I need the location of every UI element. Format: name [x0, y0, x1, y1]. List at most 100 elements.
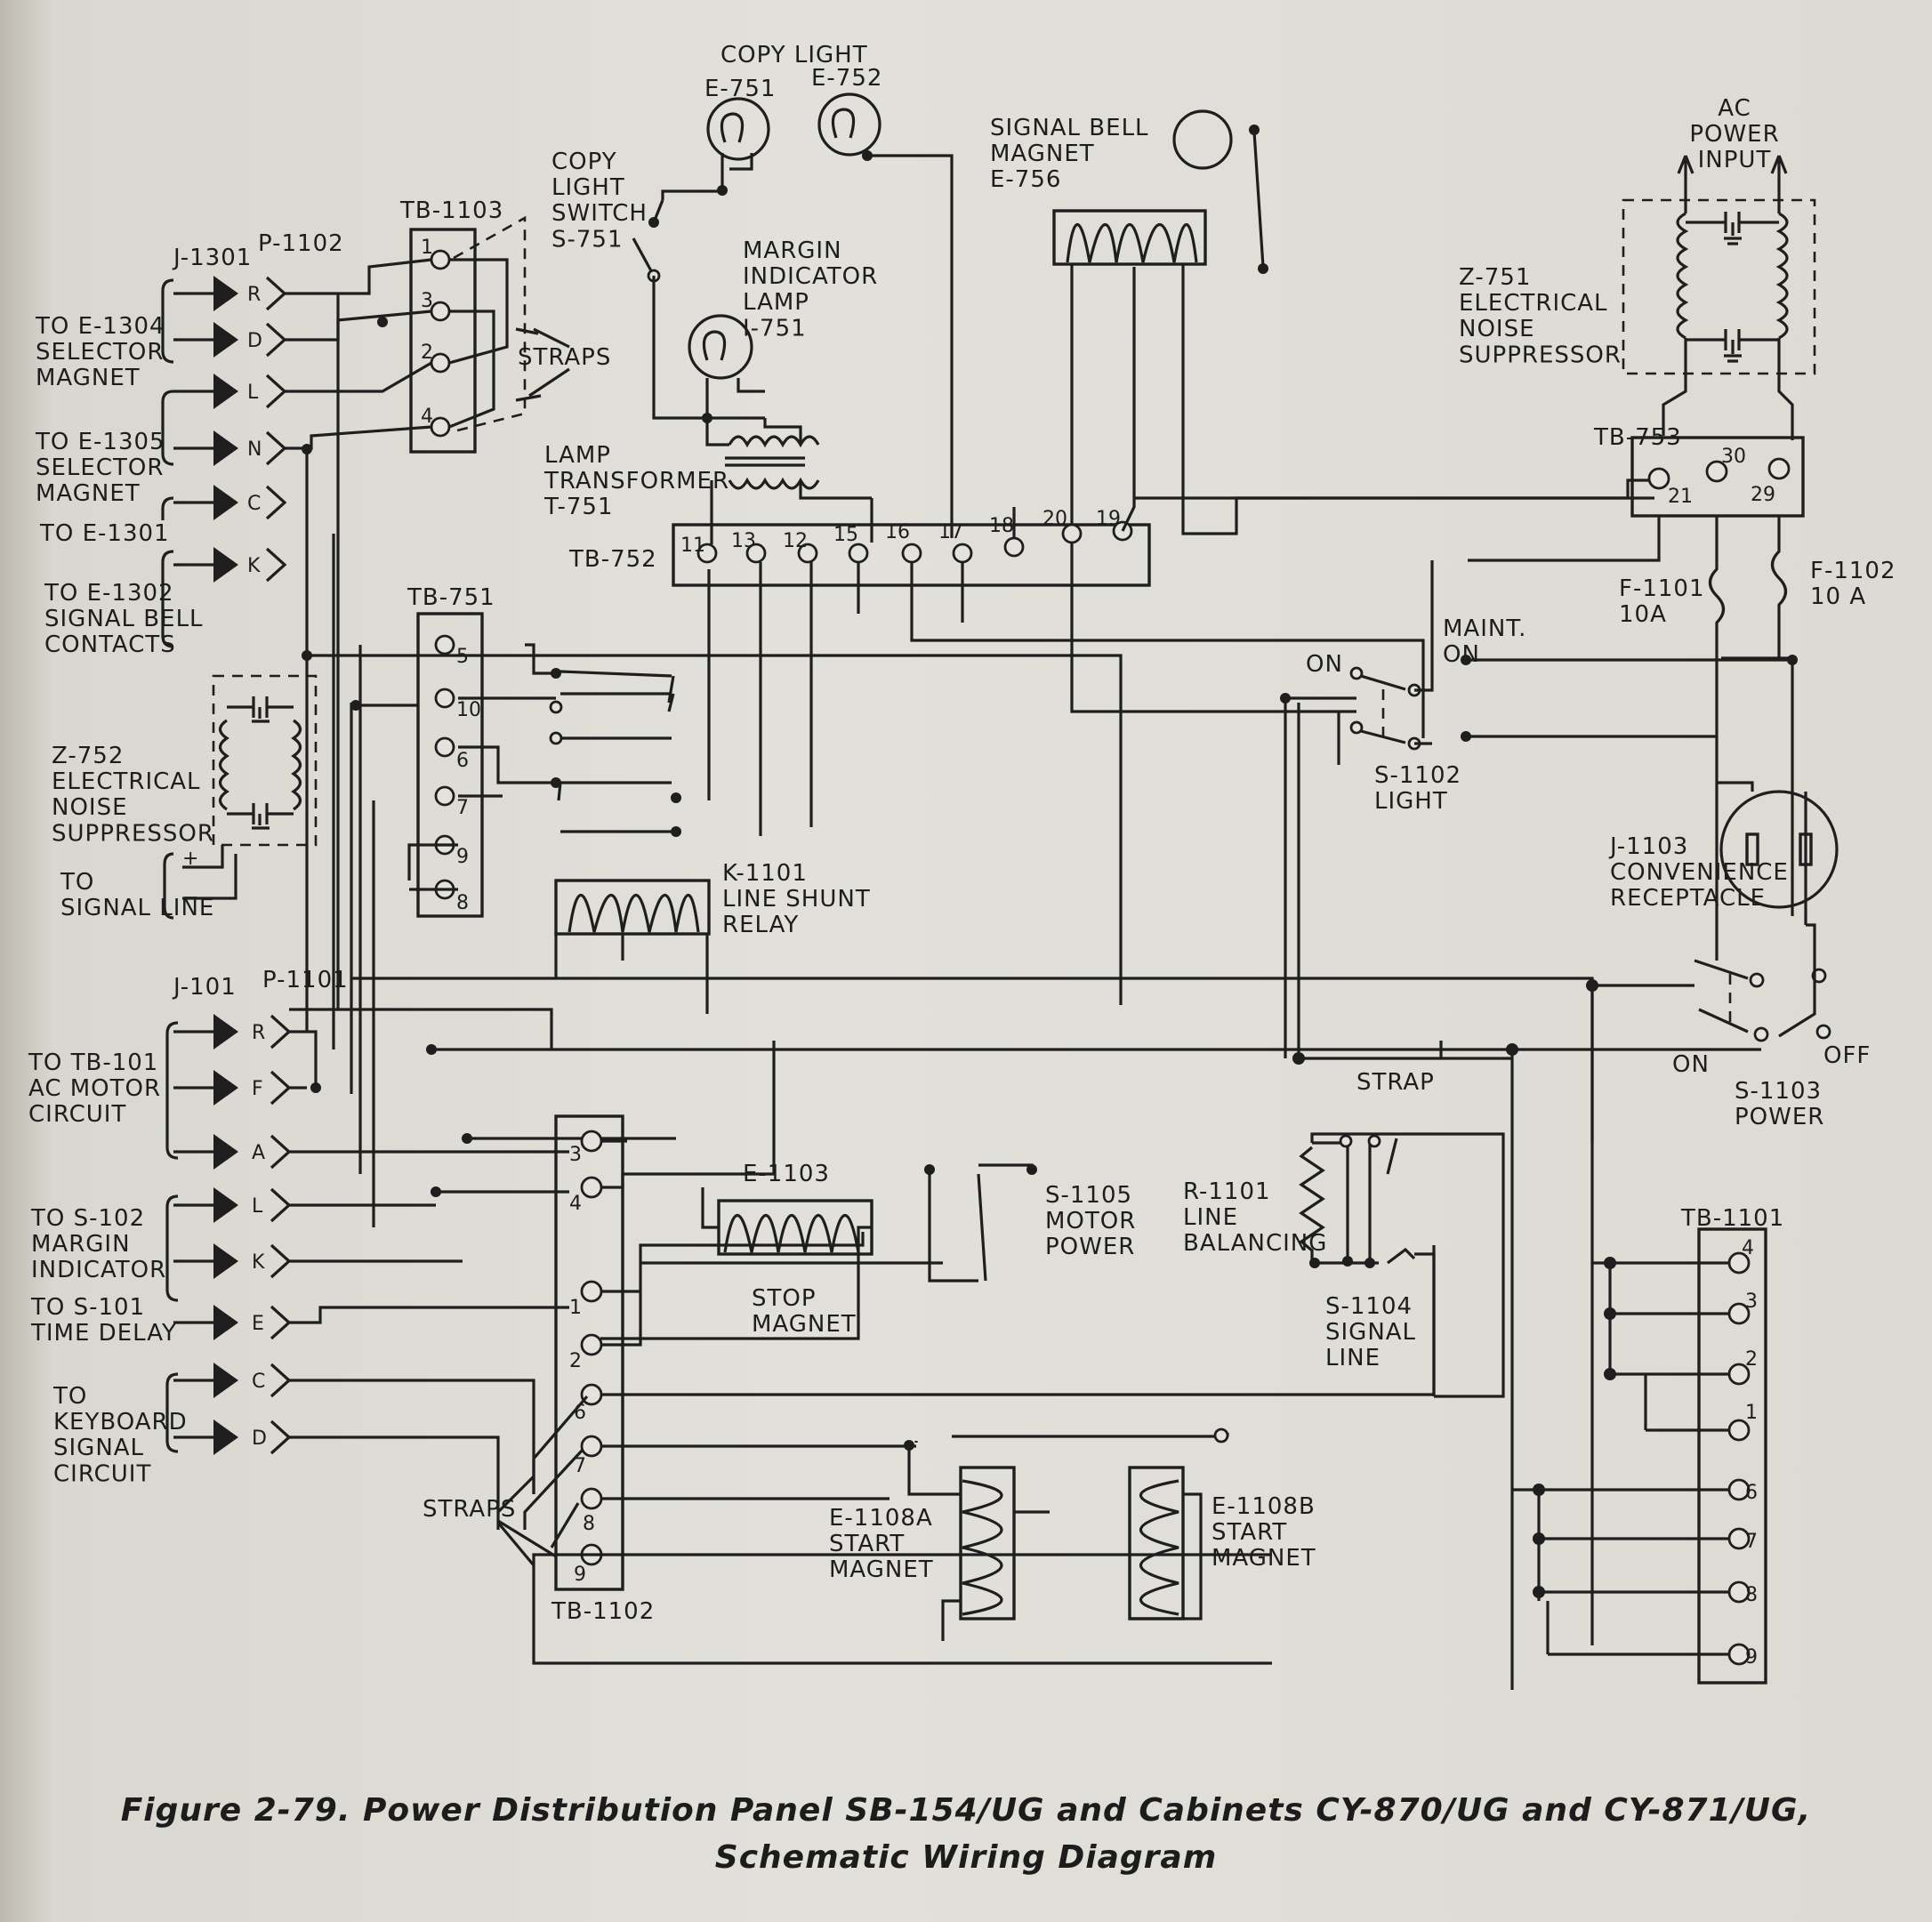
svg-text:D: D — [247, 330, 262, 352]
tb753-terminal-21 — [1647, 467, 1670, 490]
svg-text:1: 1 — [1745, 1402, 1758, 1424]
line-shunt-relay-k1101 — [549, 668, 711, 936]
caption-line-2: Schematic Wiring Diagram — [714, 1839, 1218, 1876]
tb753-label-29: 29 — [1751, 484, 1775, 506]
svg-text:A: A — [252, 1142, 265, 1164]
svg-text:C: C — [247, 493, 261, 515]
svg-text:2: 2 — [1745, 1348, 1758, 1371]
svg-text:3: 3 — [569, 1144, 582, 1166]
svg-text:10: 10 — [456, 699, 481, 721]
off-power-label: OFF — [1823, 1042, 1871, 1069]
svg-text:4: 4 — [569, 1193, 582, 1215]
tb1102-board — [554, 1114, 624, 1591]
maint-on-label: MAINT.ON — [1443, 615, 1526, 668]
svg-text:8: 8 — [583, 1513, 595, 1535]
pin-upper-r: R — [213, 276, 287, 311]
copy-light-switch-s751[interactable] — [632, 199, 765, 420]
svg-text:C: C — [252, 1371, 265, 1393]
svg-text:12: 12 — [783, 530, 808, 552]
margin-indicator-lamp — [688, 314, 753, 380]
svg-text:19: 19 — [1096, 508, 1121, 530]
tb753-label-21: 21 — [1668, 486, 1693, 508]
tb1103-name: TB-1103 — [399, 197, 503, 224]
tb1101-board — [1697, 1227, 1767, 1685]
light-switch-s1102[interactable] — [1349, 655, 1471, 751]
tb1103-terminal-4 — [430, 416, 451, 438]
tb751-name: TB-751 — [407, 584, 495, 611]
tb1102-name: TB-1102 — [551, 1598, 655, 1625]
svg-text:3: 3 — [421, 290, 433, 312]
svg-text:8: 8 — [1745, 1584, 1758, 1606]
straps-top-label: STRAPS — [518, 344, 611, 371]
tb751-terminal-7 — [434, 785, 455, 807]
svg-text:F: F — [252, 1078, 263, 1100]
svg-text:15: 15 — [833, 524, 858, 546]
z751-suppressor — [1676, 212, 1789, 363]
j1301-label: J-1301 — [172, 245, 252, 271]
svg-text:R: R — [247, 284, 261, 306]
svg-text:E: E — [252, 1313, 264, 1335]
tb753-terminal-29 — [1767, 457, 1791, 480]
svg-text:7: 7 — [1745, 1531, 1758, 1553]
svg-text:N: N — [247, 438, 262, 461]
svg-text:1: 1 — [569, 1297, 582, 1319]
convenience-receptacle-j1103 — [1719, 790, 1839, 909]
pin-lower-e: E — [213, 1305, 292, 1340]
tb751-terminal-10 — [434, 688, 455, 709]
pin-lower-c: C — [213, 1363, 292, 1398]
svg-text:7: 7 — [456, 797, 469, 819]
power-switch-s1103[interactable] — [1694, 959, 1831, 1042]
svg-text:2: 2 — [421, 342, 433, 364]
svg-text:K: K — [252, 1251, 265, 1274]
svg-text:18: 18 — [989, 515, 1014, 537]
svg-text:1: 1 — [421, 237, 433, 259]
pin-upper-d: D — [213, 322, 287, 358]
svg-text:3: 3 — [1745, 1291, 1758, 1313]
tb753-label-30: 30 — [1721, 446, 1746, 468]
pin-lower-k: K — [213, 1243, 292, 1279]
svg-text:L: L — [247, 382, 259, 404]
svg-text:4: 4 — [1742, 1237, 1754, 1259]
motor-power-switch-s1105[interactable] — [924, 1163, 1037, 1283]
tb752-terminals: 11 13 12 15 16 17 18 20 19 — [680, 508, 1133, 564]
svg-text:11: 11 — [680, 535, 705, 557]
svg-text:20: 20 — [1042, 508, 1067, 530]
pin-lower-d: D — [213, 1419, 292, 1455]
s1102-on-label: ON — [1306, 651, 1343, 678]
svg-text:R: R — [252, 1022, 265, 1044]
figure-caption: Figure 2-79. Power Distribution Panel SB… — [0, 1792, 1932, 1876]
start-magnet-e1108b — [1128, 1466, 1185, 1620]
svg-text:13: 13 — [731, 530, 756, 552]
signal-line-switch-s1104[interactable] — [1309, 1247, 1436, 1396]
svg-text:7: 7 — [574, 1455, 586, 1477]
tb751-terminal-5 — [434, 634, 455, 655]
tb1101-terminals: 4 3 2 1 6 7 8 9 — [1727, 1237, 1758, 1669]
signal-bell-magnet — [1052, 109, 1268, 274]
copy-lamp-e751 — [706, 97, 770, 161]
tb751-terminal-6 — [434, 736, 455, 758]
pin-lower-a: A — [213, 1134, 292, 1170]
pin-lower-r: R — [213, 1014, 292, 1049]
tb752-name: TB-752 — [568, 546, 657, 573]
e1301-label: TO E-1301 — [39, 520, 170, 547]
